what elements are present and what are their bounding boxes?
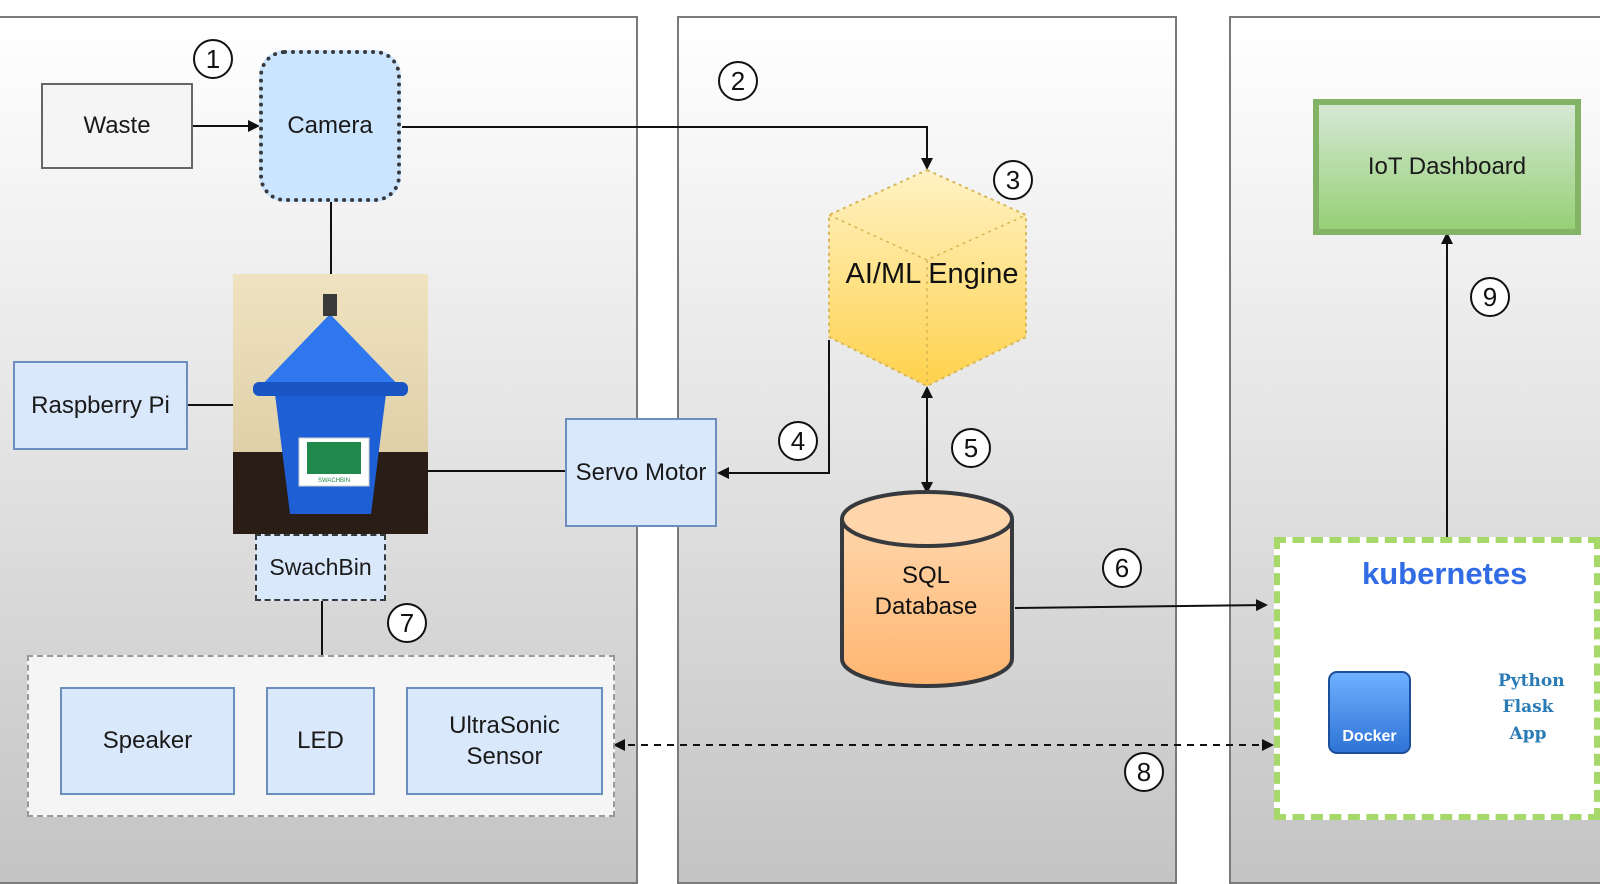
sql-database-label: SQL Database — [874, 562, 978, 621]
docker-tile: Docker — [1328, 671, 1411, 754]
ai-engine-label: AI/ML Engine — [845, 258, 1019, 290]
raspberry-pi-label: Raspberry Pi — [31, 391, 170, 419]
ultrasonic-sensor-box: UltraSonic Sensor — [406, 687, 603, 795]
step-2: 2 — [718, 61, 758, 101]
servo-motor-box: Servo Motor — [565, 418, 717, 527]
raspberry-pi-box: Raspberry Pi — [13, 361, 188, 450]
speaker-label: Speaker — [102, 727, 193, 755]
step-6: 6 — [1102, 548, 1142, 588]
ultrasonic-sensor-label: UltraSonic Sensor — [449, 711, 560, 770]
docker-label: Docker — [1342, 728, 1397, 745]
swachbin-box: SwachBin — [255, 534, 386, 601]
kubernetes-label: kubernetes — [1362, 556, 1528, 591]
waste-box: Waste — [41, 83, 193, 169]
camera-label: Camera — [287, 112, 373, 140]
speaker-box: Speaker — [60, 687, 235, 795]
led-label: LED — [297, 727, 344, 755]
step-3: 3 — [993, 160, 1033, 200]
flask-app-label: Python Flask App — [1498, 671, 1565, 744]
step-7: 7 — [387, 603, 427, 643]
servo-motor-label: Servo Motor — [575, 458, 707, 486]
swachbin-photo: SWACHBIN — [233, 274, 428, 534]
waste-label: Waste — [83, 112, 151, 140]
step-5: 5 — [951, 428, 991, 468]
step-9: 9 — [1470, 277, 1510, 317]
iot-dashboard-label: IoT Dashboard — [1367, 153, 1527, 181]
led-box: LED — [266, 687, 375, 795]
step-1: 1 — [193, 39, 233, 79]
swachbin-label: SwachBin — [269, 553, 372, 580]
camera-box: Camera — [259, 50, 401, 202]
step-8: 8 — [1124, 752, 1164, 792]
processing-panel — [677, 16, 1177, 884]
bin-sticker-text: SWACHBIN — [318, 478, 350, 484]
step-4: 4 — [778, 421, 818, 461]
iot-dashboard-box: IoT Dashboard — [1313, 99, 1581, 235]
